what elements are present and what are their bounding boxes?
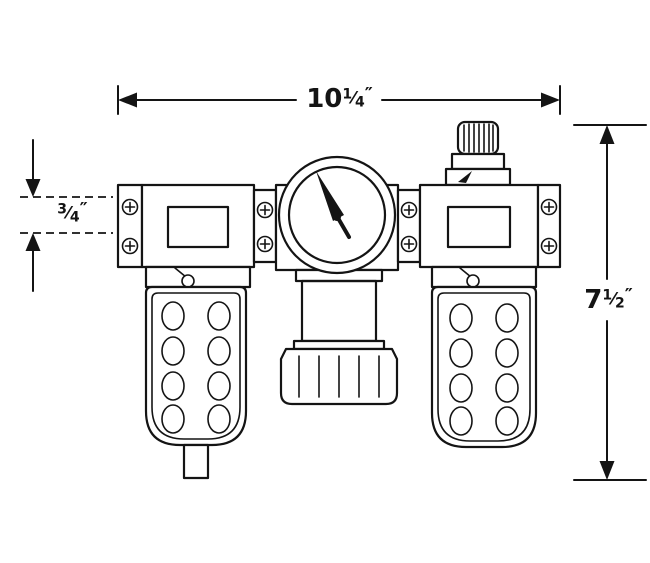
bowl-collar bbox=[144, 265, 252, 289]
bowl-hole bbox=[495, 373, 519, 403]
bowl-hole bbox=[207, 371, 231, 401]
bowl-hole bbox=[449, 373, 473, 403]
flow-arrow-icon bbox=[458, 171, 472, 183]
bowl-hole bbox=[449, 406, 473, 436]
sight-window bbox=[166, 205, 230, 249]
gauge-dial bbox=[287, 165, 387, 265]
width-whole: 10 bbox=[306, 84, 343, 114]
height-unit: ″ bbox=[624, 285, 633, 307]
lubricator-bowl-inner bbox=[437, 292, 531, 442]
bowl-hole bbox=[161, 336, 185, 366]
bowl-hole bbox=[495, 338, 519, 368]
offset-denominator: 4 bbox=[69, 209, 80, 226]
cap-neck bbox=[450, 152, 506, 171]
threaded-nipple bbox=[300, 279, 378, 343]
fraction-slash: ⁄ bbox=[612, 289, 615, 310]
arrow-down-icon bbox=[25, 179, 41, 197]
bowl-hole bbox=[207, 301, 231, 331]
filter-bowl-inner bbox=[151, 292, 241, 440]
screw bbox=[256, 235, 274, 253]
bowl-hole bbox=[495, 303, 519, 333]
arrow-right-icon bbox=[541, 92, 560, 108]
mounting-bracket bbox=[116, 183, 144, 269]
lubricator-bowl bbox=[430, 285, 538, 449]
width-dimension bbox=[117, 85, 561, 115]
screw bbox=[540, 237, 558, 255]
fraction-slash: ⁄ bbox=[352, 88, 355, 109]
lubricator-body bbox=[418, 183, 540, 269]
bowl-hole bbox=[207, 404, 231, 434]
drain-stem bbox=[182, 443, 210, 480]
bowl-hole bbox=[449, 303, 473, 333]
fraction-slash: ⁄ bbox=[67, 203, 70, 224]
offset-numerator: 3 bbox=[57, 201, 68, 218]
petcock-valve bbox=[466, 274, 480, 288]
filter-bowl bbox=[144, 285, 248, 447]
height-whole: 7 bbox=[584, 285, 603, 315]
screw bbox=[121, 198, 139, 216]
width-denominator: 4 bbox=[354, 94, 365, 111]
cap-flange bbox=[444, 167, 512, 187]
gauge-pivot bbox=[333, 213, 341, 221]
regulator-unit bbox=[274, 155, 400, 406]
arrow-left-icon bbox=[118, 92, 137, 108]
bowl-hole bbox=[161, 371, 185, 401]
bowl-collar bbox=[430, 265, 538, 289]
gauge-needle-tail bbox=[336, 216, 351, 239]
bowl-hole bbox=[207, 336, 231, 366]
offset-dimension-label: 3⁄4″ bbox=[51, 199, 93, 227]
height-dimension-label: 71⁄2″ bbox=[578, 285, 638, 315]
bowl-hole bbox=[449, 338, 473, 368]
height-dimension bbox=[573, 124, 647, 481]
height-denominator: 2 bbox=[614, 295, 625, 312]
screw bbox=[540, 198, 558, 216]
width-dimension-label: 101⁄4″ bbox=[300, 86, 378, 112]
mounting-bracket bbox=[536, 183, 562, 269]
offset-dimension bbox=[20, 139, 113, 292]
offset-unit: ″ bbox=[79, 199, 88, 221]
width-numerator: 1 bbox=[342, 86, 353, 103]
arrow-down-icon bbox=[599, 461, 615, 480]
bowl-hole bbox=[495, 406, 519, 436]
width-unit: ″ bbox=[364, 84, 373, 106]
filter-body bbox=[140, 183, 256, 269]
height-numerator: 1 bbox=[602, 287, 613, 304]
bell-collar bbox=[292, 339, 386, 351]
filter-unit bbox=[116, 183, 278, 480]
screw bbox=[256, 201, 274, 219]
bowl-hole bbox=[161, 404, 185, 434]
gauge-needle bbox=[316, 171, 344, 221]
petcock-valve bbox=[181, 274, 195, 288]
screw bbox=[400, 235, 418, 253]
screws bbox=[121, 198, 558, 255]
arrow-up-icon bbox=[25, 233, 41, 251]
screw bbox=[400, 201, 418, 219]
bowl-hole bbox=[161, 301, 185, 331]
sight-window bbox=[446, 205, 512, 249]
arrow-up-icon bbox=[599, 125, 615, 144]
lubricator-unit bbox=[396, 120, 562, 449]
screw bbox=[121, 237, 139, 255]
